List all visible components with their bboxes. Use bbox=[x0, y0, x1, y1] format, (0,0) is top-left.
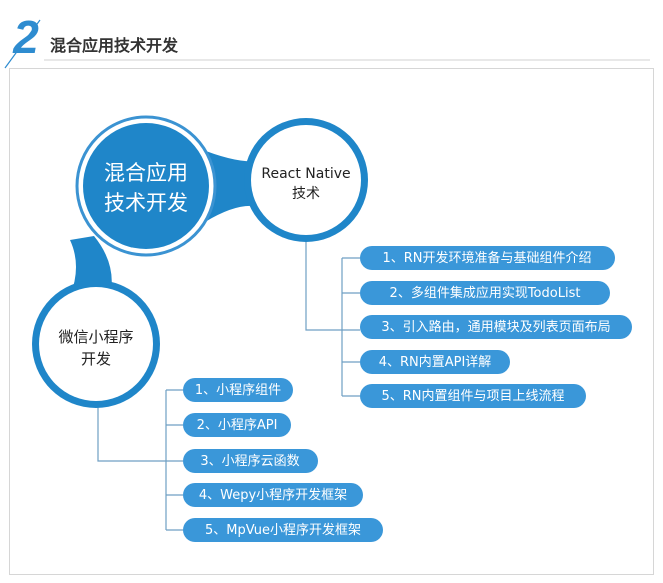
section-number: 2 bbox=[13, 11, 39, 63]
mp-item-pill bbox=[183, 413, 291, 437]
rn-items: 1、RN开发环境准备与基础组件介绍 2、多组件集成应用实现TodoList 3、… bbox=[360, 246, 632, 408]
mp-item-pill bbox=[183, 378, 293, 402]
mp-item-pill bbox=[183, 483, 363, 507]
rn-item: 4、RN内置API详解 bbox=[360, 350, 510, 374]
mp-item: 5、MpVue小程序开发框架 bbox=[183, 518, 383, 542]
mp-node-line2: 开发 bbox=[81, 350, 111, 368]
rn-item-pill bbox=[360, 350, 510, 374]
mp-node: 微信小程序 开发 bbox=[32, 280, 160, 408]
mp-item-pill bbox=[183, 518, 383, 542]
rn-item-label: 1、RN开发环境准备与基础组件介绍 bbox=[382, 250, 591, 266]
mp-item-label: 5、MpVue小程序开发框架 bbox=[205, 522, 361, 538]
rn-item-label: 4、RN内置API详解 bbox=[379, 354, 492, 370]
section-title: 混合应用技术开发 bbox=[50, 36, 179, 55]
rn-connectors bbox=[305, 238, 360, 397]
central-node-fill bbox=[83, 123, 209, 249]
header-slash-line bbox=[4, 19, 41, 69]
mp-item-label: 1、小程序组件 bbox=[195, 383, 281, 398]
mp-item: 2、小程序API bbox=[183, 413, 291, 437]
mp-connectors bbox=[97, 389, 183, 531]
mp-item-label: 3、小程序云函数 bbox=[200, 454, 299, 469]
mp-item-label: 2、小程序API bbox=[197, 418, 278, 433]
mp-item-pill bbox=[183, 449, 318, 473]
header-decoration bbox=[4, 19, 650, 69]
mp-node-line1: 微信小程序 bbox=[58, 328, 133, 346]
mp-node-fill bbox=[39, 287, 153, 401]
mp-item-label: 4、Wepy小程序开发框架 bbox=[199, 487, 347, 503]
rn-item-label: 2、多组件集成应用实现TodoList bbox=[390, 285, 581, 301]
rn-item-pill bbox=[360, 281, 610, 305]
rn-item-pill bbox=[360, 384, 586, 408]
rn-node-line2: 技术 bbox=[292, 186, 320, 202]
rn-node-fill bbox=[251, 125, 361, 235]
rn-item-label: 3、引入路由，通用模块及列表页面布局 bbox=[381, 319, 610, 335]
mp-item: 1、小程序组件 bbox=[183, 378, 293, 402]
rn-item-pill bbox=[360, 246, 615, 270]
central-node-line1: 混合应用 bbox=[104, 161, 188, 185]
rn-item: 3、引入路由，通用模块及列表页面布局 bbox=[360, 315, 632, 339]
rn-item: 1、RN开发环境准备与基础组件介绍 bbox=[360, 246, 615, 270]
rn-item-label: 5、RN内置组件与项目上线流程 bbox=[381, 388, 564, 404]
central-node: 混合应用 技术开发 bbox=[75, 115, 217, 257]
rn-node-line1: React Native bbox=[261, 166, 350, 182]
rn-item: 2、多组件集成应用实现TodoList bbox=[360, 281, 610, 305]
rn-node: React Native 技术 bbox=[244, 118, 368, 242]
rn-item-pill bbox=[360, 315, 632, 339]
rn-trunk-line bbox=[305, 238, 360, 331]
mp-item: 4、Wepy小程序开发框架 bbox=[183, 483, 363, 507]
mp-trunk-line bbox=[97, 405, 183, 462]
central-node-line2: 技术开发 bbox=[104, 191, 188, 215]
mp-item: 3、小程序云函数 bbox=[183, 449, 318, 473]
rn-item: 5、RN内置组件与项目上线流程 bbox=[360, 384, 586, 408]
mp-items: 1、小程序组件 2、小程序API 3、小程序云函数 4、Wepy小程序开发框架 … bbox=[183, 378, 383, 542]
